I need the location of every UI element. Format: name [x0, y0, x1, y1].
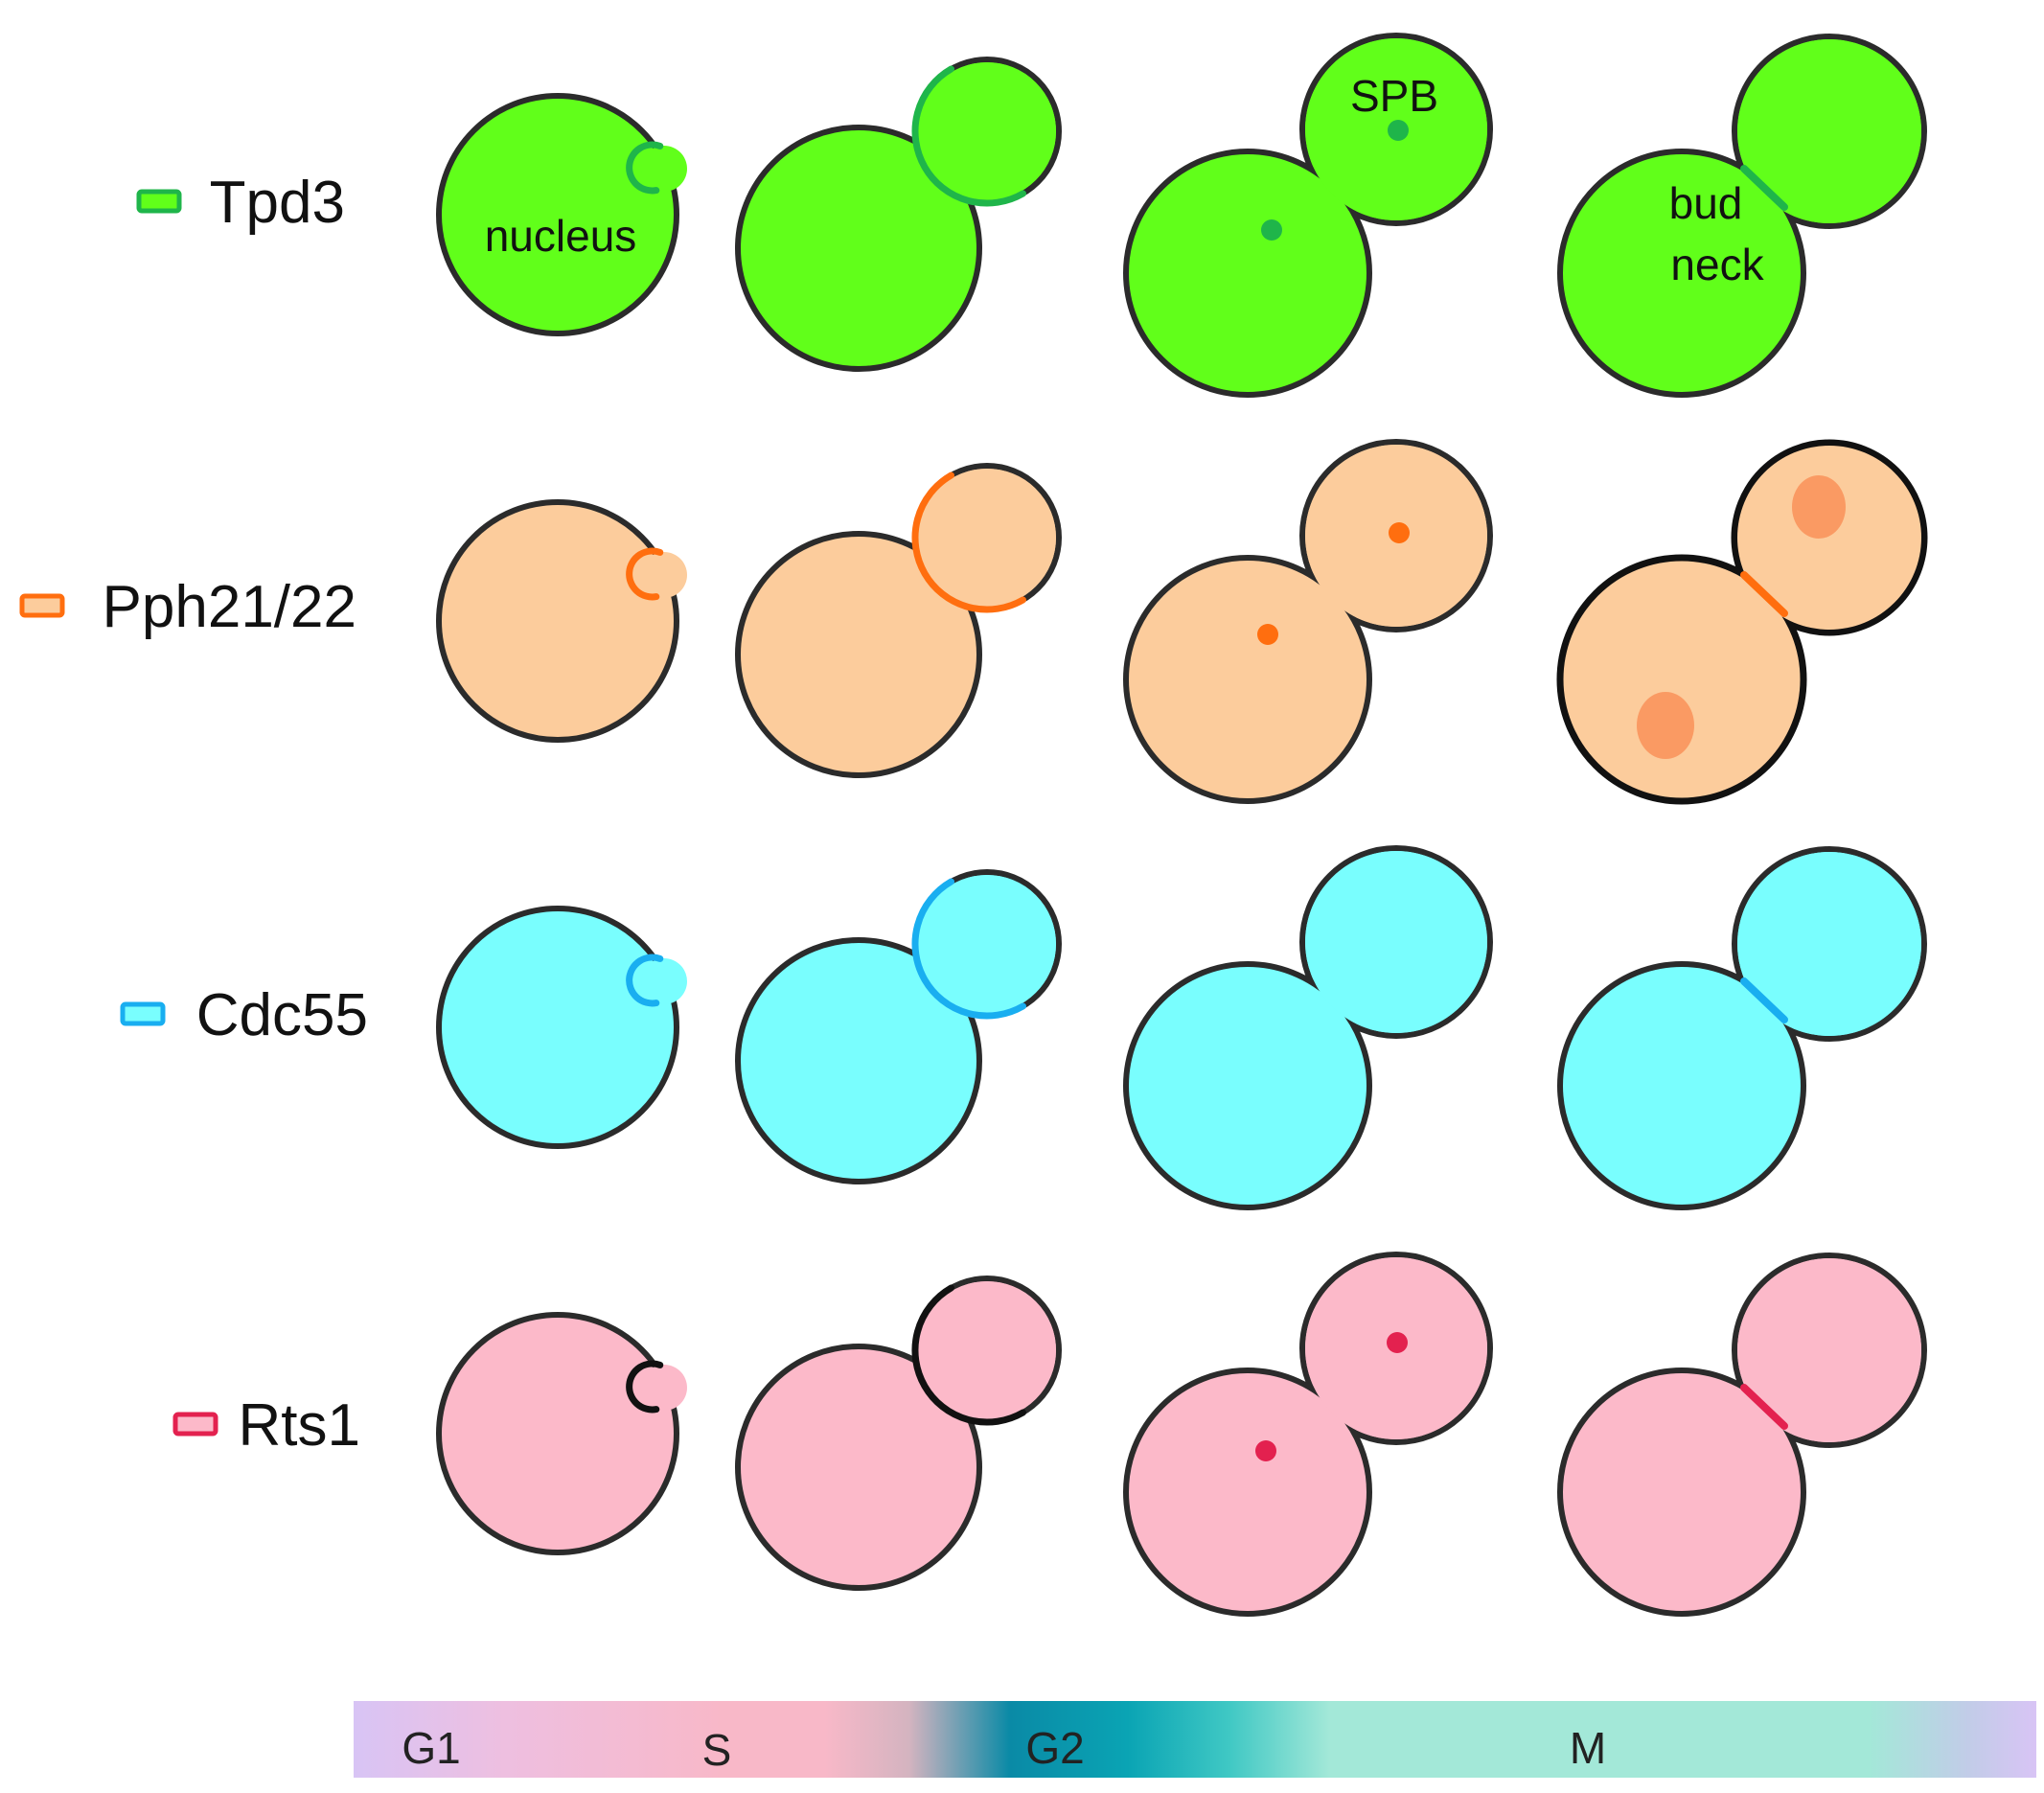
- bud-interior: [1305, 851, 1487, 1033]
- row-cdc55: Cdc55: [120, 845, 1927, 1210]
- bud-site-marker: [626, 547, 664, 601]
- bud-interior: [918, 469, 1056, 607]
- bud-neck-ring: [1740, 977, 1788, 1023]
- bud-neck-ring: [1740, 1384, 1788, 1430]
- legend-swatch: [19, 593, 65, 618]
- bud-interior: [1737, 446, 1921, 630]
- mother-cell: [1557, 149, 1806, 398]
- legend-swatch: [172, 1412, 218, 1437]
- nucleus-blob-bud: [1792, 475, 1846, 539]
- mother-cell: [436, 906, 679, 1149]
- neck-label: neck: [1670, 240, 1764, 289]
- bud-interior: [1737, 852, 1921, 1036]
- spb-dot-mother: [1255, 1440, 1276, 1461]
- mother-cell: [1557, 1368, 1806, 1617]
- bud-interior: [1737, 1258, 1921, 1442]
- cell-stage-m: [1556, 439, 1928, 805]
- spb-dot-mother: [1261, 219, 1282, 241]
- bud-site-marker: [626, 1360, 664, 1414]
- bud-interior: [918, 62, 1056, 200]
- cell-stage-s: [735, 869, 1062, 1184]
- cell-stage-g1: [436, 906, 687, 1149]
- bud-emergence: [641, 146, 687, 192]
- cell-stage-m: [1557, 1253, 1927, 1617]
- mother-cell: [1123, 149, 1372, 398]
- bud-interior: [918, 1281, 1056, 1419]
- protein-label: Tpd3: [210, 170, 345, 236]
- mother-cell: [735, 1344, 982, 1591]
- cell-stage-g1: [436, 1312, 687, 1555]
- cell-cycle-phase-bar: G1 S G2 M: [354, 1701, 2036, 1778]
- cell-stage-g1: [436, 499, 687, 743]
- spb-dot-mother: [1257, 624, 1278, 645]
- cell-stage-s: [735, 57, 1062, 372]
- bud-cortex-marker: [911, 878, 1026, 1020]
- mother-cell: [436, 499, 679, 743]
- cell-stage-m: [1557, 34, 1927, 398]
- cell-stage-g2: [1123, 845, 1493, 1210]
- protein-label: Rts1: [239, 1392, 360, 1459]
- bud-cortex-marker: [911, 1284, 1026, 1426]
- phase-label-g2: G2: [1025, 1723, 1084, 1773]
- cell-stage-g2: [1123, 33, 1493, 398]
- mother-cell: [735, 531, 982, 778]
- bud-site-marker: [626, 141, 664, 195]
- legend-swatch: [120, 1001, 166, 1026]
- mother-cell: [1557, 961, 1806, 1210]
- cell-stage-s: [735, 1276, 1062, 1591]
- spb-dot-bud: [1387, 1332, 1408, 1353]
- spb-label: SPB: [1350, 71, 1438, 121]
- cell-stage-g2: [1123, 1252, 1493, 1617]
- legend-swatch: [136, 189, 182, 214]
- spb-dot-bud: [1389, 522, 1410, 543]
- bud-neck-ring: [1740, 165, 1788, 211]
- mother-cell: [1123, 555, 1372, 804]
- mother-cell: [1556, 554, 1807, 805]
- mother-cell: [436, 93, 679, 336]
- bud-cortex-marker: [911, 65, 1026, 207]
- cell-stage-g2: [1123, 439, 1493, 804]
- nucleus-blob-mother: [1637, 692, 1694, 759]
- mother-cell: [436, 1312, 679, 1555]
- mother-cell: [1123, 1368, 1372, 1617]
- bud-emergence: [641, 958, 687, 1004]
- nucleus-label: nucleus: [485, 211, 637, 261]
- mother-cell: [1123, 961, 1372, 1210]
- bud-site-marker: [626, 954, 664, 1007]
- protein-label: Pph21/22: [103, 574, 356, 640]
- protein-label: Cdc55: [196, 982, 368, 1048]
- bud-emergence: [641, 552, 687, 598]
- phase-label-g1: G1: [402, 1723, 460, 1773]
- row-pph2122: Pph21/22: [19, 439, 1928, 805]
- row-tpd3: Tpd3: [136, 33, 1927, 398]
- phase-label-s: S: [702, 1725, 732, 1775]
- bud-interior: [1737, 39, 1921, 223]
- cell-stage-s: [735, 463, 1062, 778]
- bud-label: bud: [1669, 178, 1743, 228]
- cell-stage-g1: [436, 93, 687, 336]
- mother-cell: [735, 937, 982, 1184]
- bud-emergence: [641, 1365, 687, 1411]
- mother-cell: [735, 125, 982, 372]
- bud-interior: [918, 875, 1056, 1013]
- bud-neck-ring: [1740, 571, 1788, 617]
- phase-gradient-bar: [354, 1701, 2036, 1778]
- bud-cortex-marker: [911, 471, 1026, 613]
- row-rts1: Rts1: [172, 1252, 1927, 1617]
- phase-label-m: M: [1570, 1723, 1606, 1773]
- spb-dot-bud: [1388, 120, 1409, 141]
- cell-annotations: nucleus SPB bud neck: [485, 71, 1765, 289]
- cell-stage-m: [1557, 846, 1927, 1210]
